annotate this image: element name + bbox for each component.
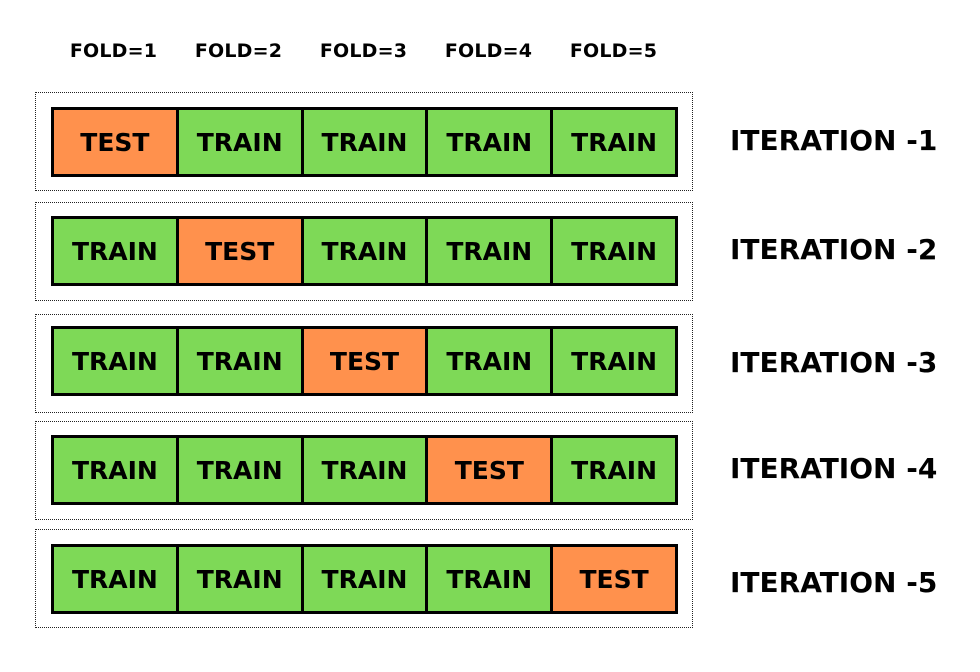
fold-cell: TRAIN [178,110,304,174]
iteration-row-1: TEST TRAIN TRAIN TRAIN TRAIN [51,107,678,177]
iteration-label-3: ITERATION -3 [730,346,938,379]
iteration-frame-5 [35,529,693,628]
iteration-frame-4 [35,421,693,520]
fold-cell: TRAIN [553,329,675,393]
fold-cell: TEST [428,438,554,502]
fold-cell: TRAIN [303,110,429,174]
fold-cell: TRAIN [553,110,675,174]
fold-header-3: FOLD=3 [319,40,408,62]
iteration-row-3: TRAIN TRAIN TEST TRAIN TRAIN [51,326,678,396]
iteration-label-5: ITERATION -5 [730,566,938,599]
fold-cell: TEST [178,219,304,283]
fold-cell: TRAIN [553,438,675,502]
iteration-frame-3 [35,314,693,413]
fold-cell: TRAIN [178,438,304,502]
fold-cell: TRAIN [178,329,304,393]
fold-cell: TRAIN [428,219,554,283]
fold-cell: TRAIN [428,110,554,174]
fold-header-2: FOLD=2 [194,40,283,62]
iteration-row-4: TRAIN TRAIN TRAIN TEST TRAIN [51,435,678,505]
fold-cell: TRAIN [303,219,429,283]
iteration-row-2: TRAIN TEST TRAIN TRAIN TRAIN [51,216,678,286]
fold-cell: TRAIN [428,329,554,393]
fold-cell: TRAIN [303,438,429,502]
fold-cell: TEST [54,110,179,174]
fold-cell: TEST [303,329,429,393]
fold-cell: TRAIN [178,547,304,611]
fold-cell: TRAIN [553,219,675,283]
iteration-label-4: ITERATION -4 [730,452,938,485]
fold-cell: TRAIN [54,547,179,611]
fold-cell: TRAIN [303,547,429,611]
fold-header-4: FOLD=4 [444,40,533,62]
fold-cell: TRAIN [428,547,554,611]
iteration-label-2: ITERATION -2 [730,233,938,266]
fold-header-1: FOLD=1 [69,40,158,62]
iteration-frame-2 [35,202,693,301]
fold-header-5: FOLD=5 [569,40,658,62]
fold-cell: TEST [553,547,675,611]
fold-cell: TRAIN [54,329,179,393]
fold-cell: TRAIN [54,219,179,283]
iteration-row-5: TRAIN TRAIN TRAIN TRAIN TEST [51,544,678,614]
fold-cell: TRAIN [54,438,179,502]
iteration-label-1: ITERATION -1 [730,124,938,157]
iteration-frame-1 [35,92,693,191]
